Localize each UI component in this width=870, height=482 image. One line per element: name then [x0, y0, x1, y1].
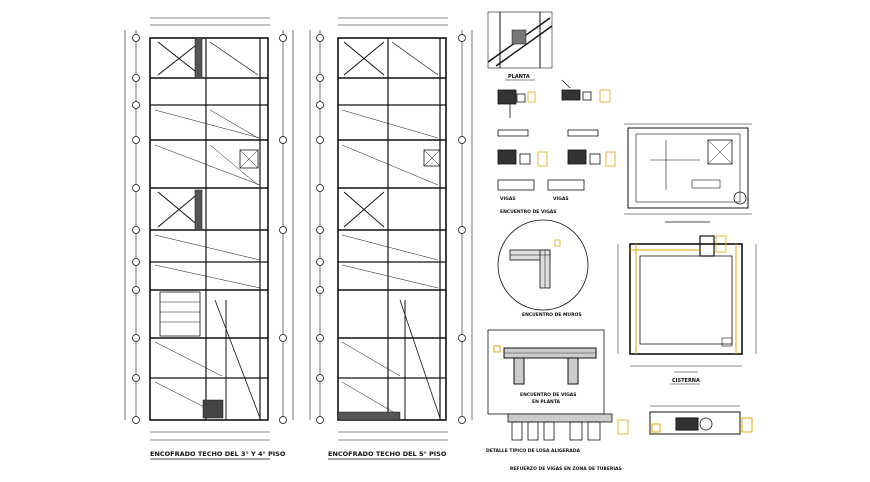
detail-losa-aligerada [507, 413, 629, 441]
detail-encuentro-planta-2: EN PLANTA [532, 399, 561, 405]
detail-losa-label: DETALLE TIPICO DE LOSA ALIGERADA [486, 448, 580, 454]
axis-bubbles-middle [316, 34, 466, 424]
detail-vigas-1: VIGAS [500, 196, 516, 202]
plan-left-title: ENCOFRADO TECHO DEL 3° Y 4° PISO [150, 450, 286, 458]
detail-cisterna-label: CISTERNA [672, 378, 700, 384]
plan-middle [309, 17, 473, 441]
detail-tank-plan [624, 123, 752, 223]
detail-vigas-2: VIGAS [553, 196, 569, 202]
detail-refuerzo-label: REFUERZO DE VIGAS EN ZONA DE TUBERIAS [510, 466, 622, 472]
detail-encuentro-muros [497, 219, 589, 311]
detail-encuentro-planta-1: ENCUENTRO DE VIGAS [520, 392, 577, 398]
detail-encuentro-muros-label: ENCUENTRO DE MUROS [522, 312, 582, 318]
detail-refuerzo [649, 405, 753, 435]
plan-left [124, 17, 294, 441]
beam-sections [497, 79, 616, 191]
axis-bubbles-left [132, 34, 287, 424]
plan-middle-title: ENCOFRADO TECHO DEL 5° PISO [328, 450, 447, 458]
detail-encuentro-vigas-top: ENCUENTRO DE VIGAS [500, 209, 557, 215]
detail-cisterna [617, 235, 757, 373]
detail-planta-label: PLANTA [508, 74, 530, 80]
detail-planta [487, 11, 553, 69]
